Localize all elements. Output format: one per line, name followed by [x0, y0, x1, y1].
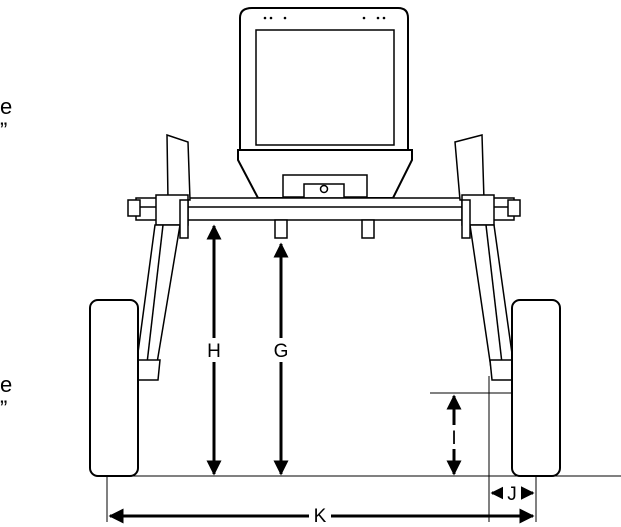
- right-leg: [454, 134, 521, 381]
- dimension-i-label: I: [451, 428, 456, 449]
- dimension-i-label-bg: [444, 425, 464, 449]
- cropped-text-top-line1: e: [0, 94, 12, 119]
- cropped-text-top-line2: ”: [0, 118, 7, 143]
- dimension-g-label-bg: [268, 338, 296, 362]
- left-wheel: [89, 299, 139, 477]
- frame-beam: [135, 197, 515, 239]
- dimension-j-label: J: [507, 484, 517, 505]
- cropped-text-bottom-line1: e: [0, 372, 12, 397]
- dimension-g-label: G: [274, 341, 289, 362]
- dimension-k-label-bg: [309, 505, 331, 527]
- dimension-k-label: K: [314, 506, 327, 527]
- dimension-h-label-bg: [200, 338, 228, 362]
- right-wheel: [511, 299, 561, 477]
- tank-dots: [263, 16, 386, 20]
- tank: [237, 7, 413, 199]
- dimension-h-label: H: [207, 341, 221, 362]
- dimension-j-label-bg: [503, 483, 521, 505]
- left-leg: [127, 133, 191, 381]
- cropped-text-bottom-line2: ”: [0, 396, 7, 421]
